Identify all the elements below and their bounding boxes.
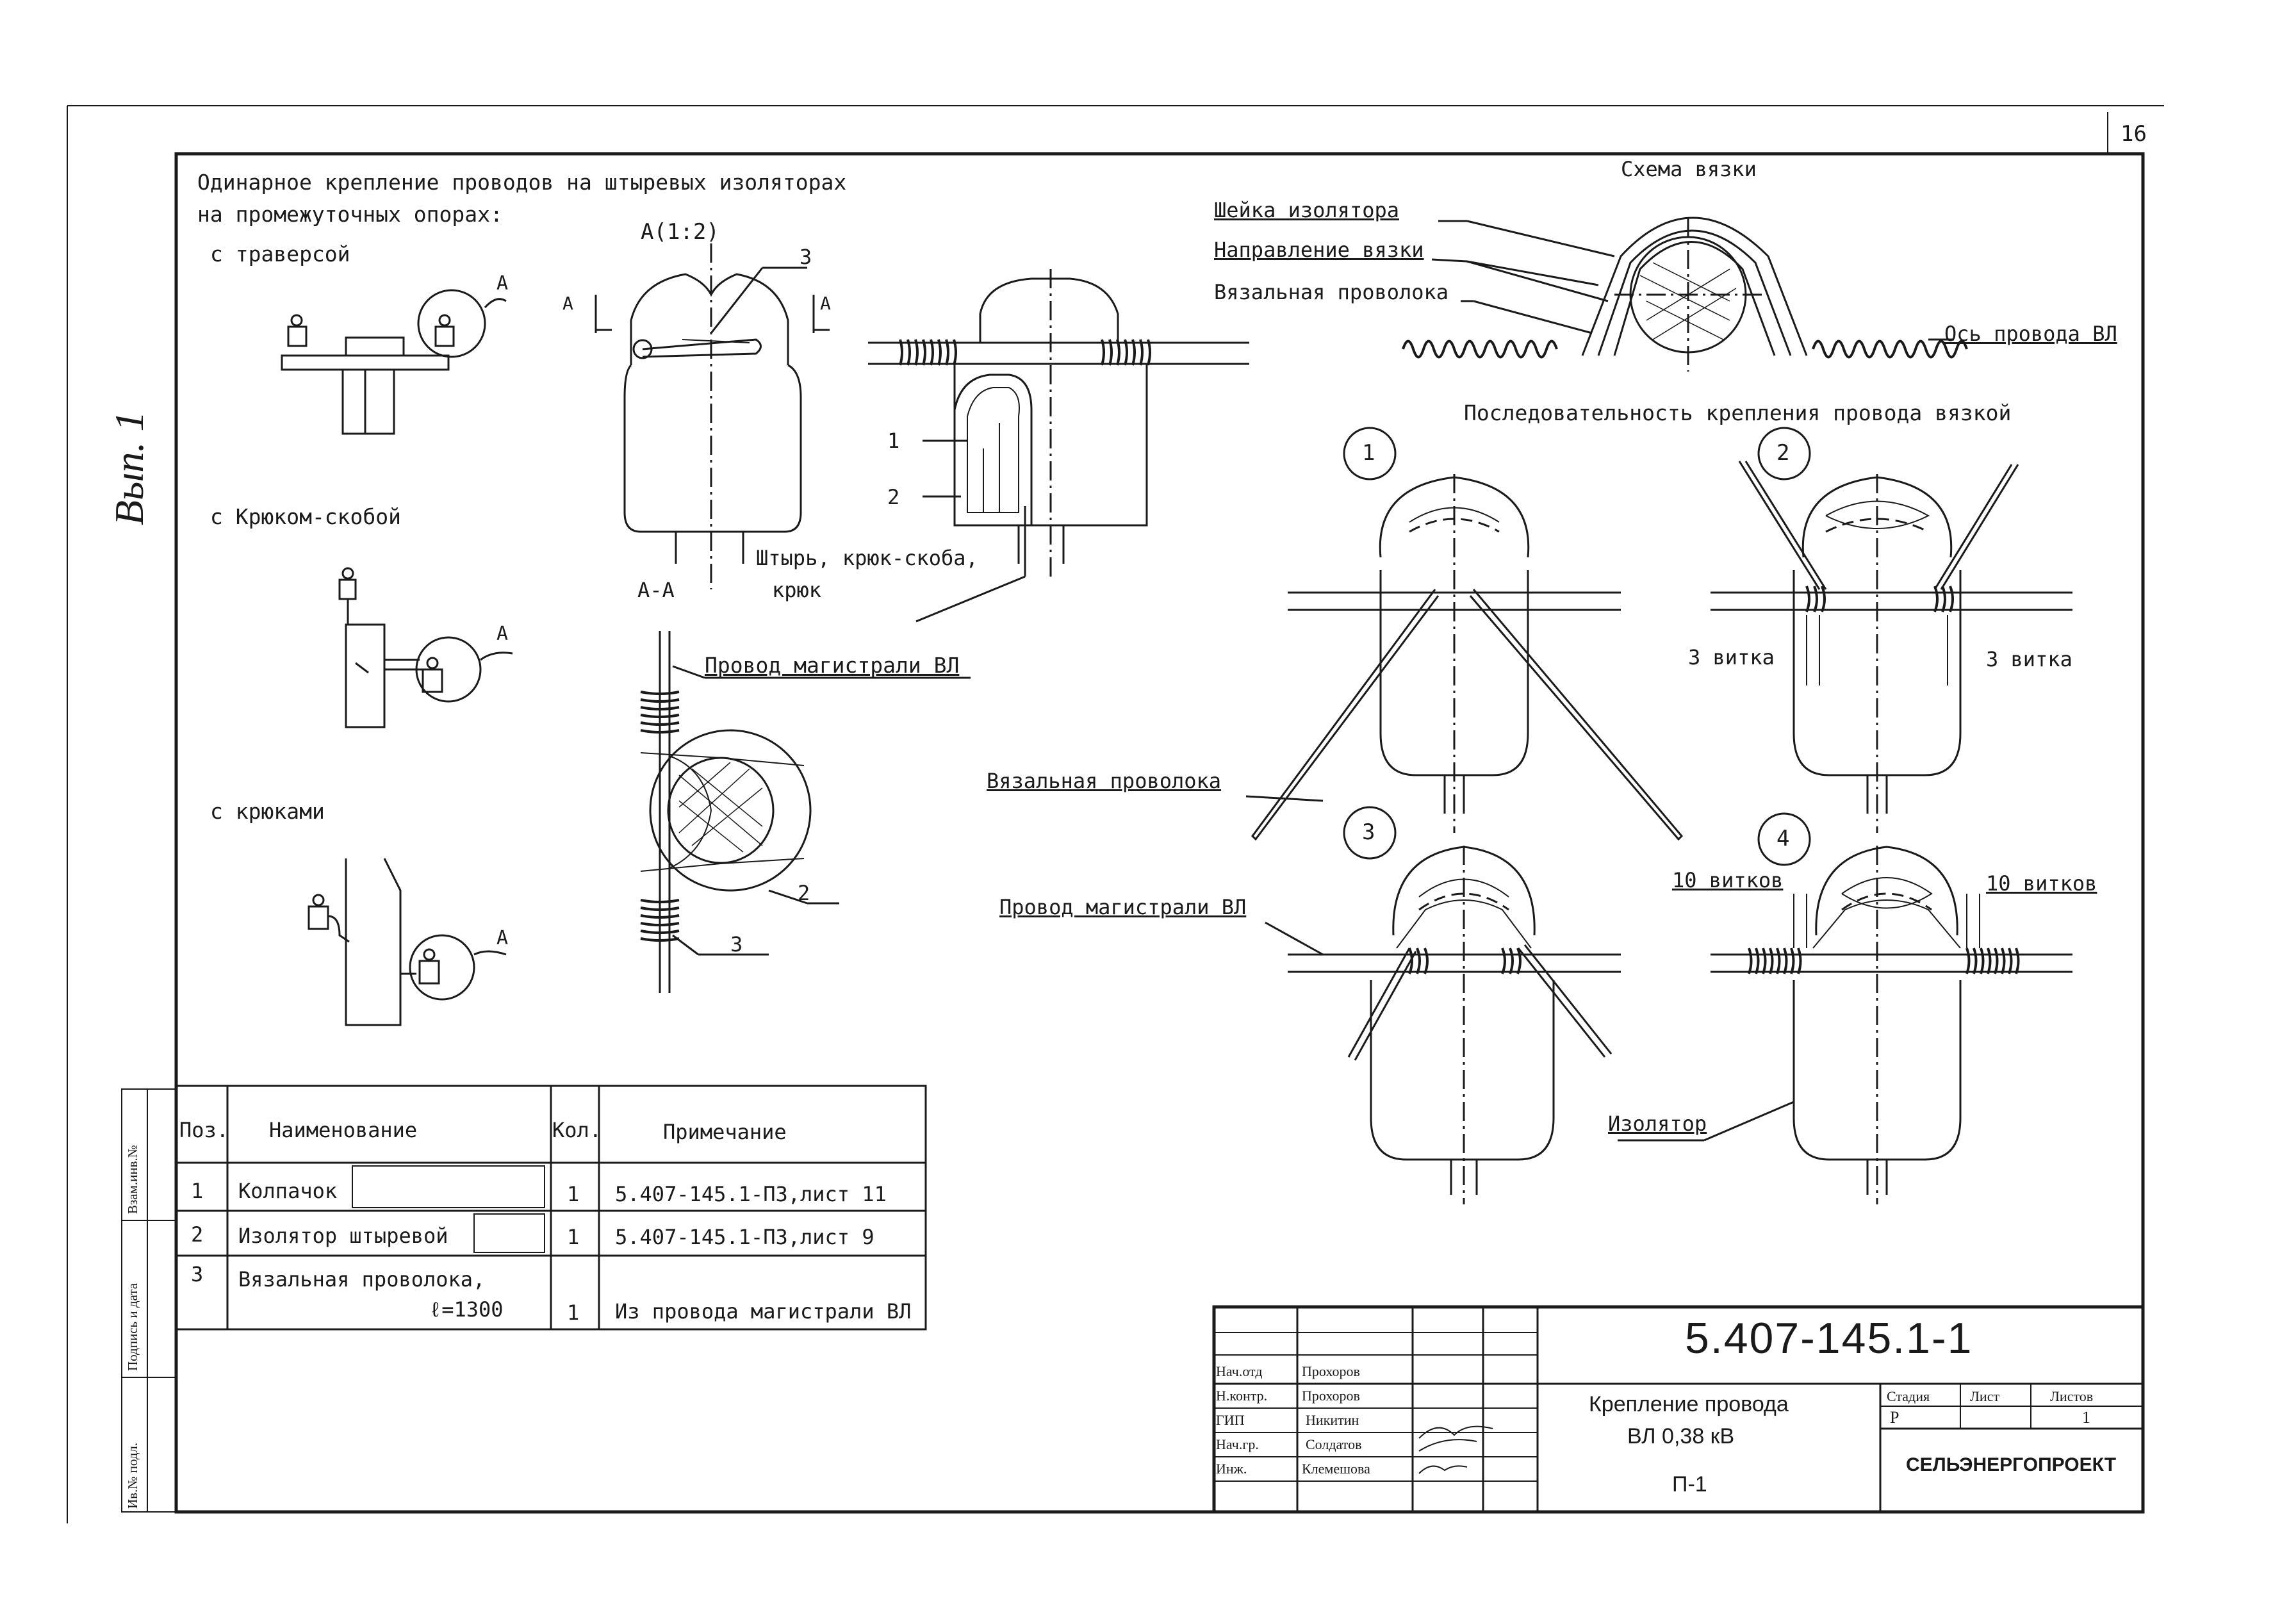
seq-step-1 — [1251, 427, 1684, 841]
detail-A-pos2: 2 — [887, 485, 900, 509]
stage-header: Стадия — [1887, 1388, 1930, 1404]
stage-value: Р — [1890, 1408, 1900, 1427]
variant-hooks-sketch — [308, 858, 507, 1026]
seq-label-main-wire: Провод магистрали ВЛ — [999, 895, 1247, 919]
spec-row-1-qty: 1 — [567, 1182, 580, 1206]
role-3: ГИП — [1216, 1412, 1245, 1428]
role-4: Нач.гр. — [1216, 1436, 1259, 1452]
spec-row-3-qty: 1 — [567, 1300, 580, 1325]
seq-step-3-number: 3 — [1362, 819, 1375, 845]
side-column-replace: Взам.инв.№ — [125, 1145, 140, 1214]
tie-scheme-direction: Направление вязки — [1214, 238, 1424, 262]
variant-label-traverse: с траверсой — [210, 242, 350, 267]
doc-title-line-2: ВЛ 0,38 кВ — [1627, 1424, 1735, 1448]
seq-step-2 — [1711, 427, 2072, 833]
spec-row-3-pos: 3 — [191, 1262, 204, 1286]
leader-tie-wire — [1245, 795, 1324, 802]
leader-main-wire — [1265, 921, 1324, 956]
detail-A-title: A(1:2) — [641, 219, 719, 245]
seq-turns10-left: 10 витков — [1672, 868, 1784, 892]
section-AA-pos3: 3 — [730, 932, 743, 956]
tie-scheme-title: Схема вязки — [1621, 157, 1757, 181]
tie-scheme-axis: Ось провода ВЛ — [1944, 322, 2117, 346]
detail-A-pos3: 3 — [800, 245, 812, 269]
variant-hook-bracket-sketch — [338, 567, 513, 728]
tie-scheme-neck: Шейка изолятора — [1214, 198, 1399, 222]
sheet-code: П-1 — [1672, 1472, 1707, 1497]
role-5-name: Клемешова — [1302, 1461, 1370, 1477]
detail-A-side-view — [868, 269, 1249, 623]
leader-insulator — [1703, 1101, 1794, 1142]
variant-label-hooks: с крюками — [210, 799, 325, 824]
spec-row-2-pos: 2 — [191, 1222, 204, 1247]
role-2-name: Прохоров — [1302, 1388, 1360, 1404]
spec-row-3-name: Вязальная проволока, — [238, 1267, 486, 1292]
sequence-title: Последовательность крепления провода вяз… — [1464, 400, 2012, 425]
detail-A-insulator — [595, 243, 830, 589]
doc-title-line-1: Крепление провода — [1589, 1392, 1789, 1416]
spec-row-2-name: Изолятор штыревой — [238, 1224, 448, 1248]
role-1-name: Прохоров — [1302, 1363, 1360, 1379]
detail-A-pin-label-1: Штырь, крюк-скоба, — [756, 546, 978, 570]
drawing-frame — [174, 152, 2145, 1514]
seq-step-2-number: 2 — [1777, 440, 1790, 466]
spec-header-qty: Кол. — [552, 1118, 602, 1142]
variant-traverse-sketch — [281, 289, 507, 435]
spec-header-name: Наименование — [269, 1118, 418, 1142]
seq-turns3-right: 3 витка — [1986, 647, 2072, 671]
tie-scheme-tie-wire: Вязальная проволока — [1214, 280, 1449, 304]
spec-table-grid — [175, 1085, 927, 1331]
seq-step-1-number: 1 — [1362, 440, 1375, 466]
spec-row-2-qty: 1 — [567, 1225, 580, 1249]
seq-label-tie-wire: Вязальная проволока — [987, 769, 1222, 793]
seq-step-3 — [1288, 806, 1621, 1204]
variant-callout-hook-bracket: A — [496, 623, 509, 645]
detail-A-pin-label-2: крюк — [772, 578, 822, 602]
spec-header-note: Примечание — [663, 1120, 787, 1144]
seq-label-insulator: Изолятор — [1608, 1111, 1707, 1136]
variant-callout-traverse: A — [496, 272, 509, 295]
spec-row-1-pos: 1 — [191, 1179, 204, 1203]
section-AA-title: A-A — [637, 578, 675, 602]
seq-step-4 — [1711, 812, 2072, 1204]
detail-A-section-mark-right: A — [820, 293, 831, 314]
section-AA — [640, 631, 971, 993]
spec-row-1-note: 5.407-145.1-ПЗ,лист 11 — [615, 1182, 887, 1206]
variant-callout-hooks: A — [496, 927, 509, 949]
spec-row-3-length: ℓ=1300 — [429, 1297, 504, 1322]
sheets-value: 1 — [2082, 1408, 2090, 1427]
tie-scheme — [1402, 217, 1968, 372]
spec-row-2-note: 5.407-145.1-ПЗ,лист 9 — [615, 1225, 874, 1249]
seq-turns3-left: 3 витка — [1688, 645, 1775, 669]
detail-A-section-mark-left: A — [562, 293, 573, 314]
spec-header-pos: Поз. — [179, 1118, 229, 1142]
variant-label-hook-bracket: с Крюком-скобой — [210, 504, 402, 529]
side-note: Вып. 1 — [106, 411, 152, 525]
sheets-header: Листов — [2050, 1388, 2094, 1404]
intro-line-1: Одинарное крепление проводов на штыревых… — [197, 170, 847, 195]
spec-row-1-name: Колпачок — [238, 1179, 338, 1203]
spec-row-3-note: Из провода магистрали ВЛ — [615, 1299, 912, 1324]
role-5: Инж. — [1216, 1461, 1247, 1477]
seq-step-4-number: 4 — [1777, 826, 1790, 851]
title-block-grid — [1212, 1305, 2145, 1514]
section-AA-pos2: 2 — [798, 881, 810, 905]
section-AA-wire-label: Провод магистрали ВЛ — [705, 653, 960, 678]
detail-A-pos1: 1 — [887, 429, 900, 453]
intro-line-2: на промежуточных опорах: — [197, 202, 503, 227]
role-2: Н.контр. — [1216, 1388, 1268, 1404]
sheet-header: Лист — [1970, 1388, 2000, 1404]
document-code: 5.407-145.1-1 — [1685, 1314, 1973, 1363]
organization-name: СЕЛЬЭНЕРГОПРОЕКТ — [1906, 1454, 2117, 1475]
role-3-name: Никитин — [1306, 1412, 1359, 1428]
role-4-name: Солдатов — [1306, 1436, 1362, 1452]
side-column-inventory: Ив.№ подл. — [125, 1442, 140, 1509]
role-1: Нач.отд — [1216, 1363, 1263, 1379]
page-number: 16 — [2121, 121, 2147, 147]
seq-turns10-right: 10 витков — [1986, 871, 2097, 896]
side-column-signature: Подпись и дата — [125, 1283, 140, 1371]
